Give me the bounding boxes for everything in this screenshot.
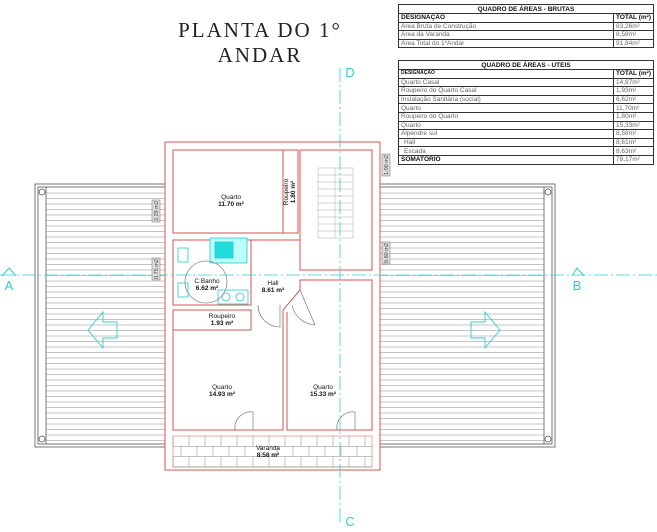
veranda-floor xyxy=(172,435,373,468)
cell: 78,17m² xyxy=(612,154,655,165)
room-name: Quarto xyxy=(221,194,241,201)
cell: 91,84m² xyxy=(612,38,655,49)
window-label: 0.75 m2 xyxy=(154,259,160,279)
room-name: Quarto xyxy=(212,384,232,391)
section-mark-b: B xyxy=(573,278,582,293)
walls xyxy=(164,141,381,471)
section-mark-a: A xyxy=(5,278,14,293)
section-axes xyxy=(0,68,657,525)
room-name: C.Banho xyxy=(194,278,220,285)
staircase xyxy=(317,167,354,239)
window-label: 2.29 m2 xyxy=(154,201,160,221)
table-caption: QUADRO DE ÁREAS - UTEIS xyxy=(398,60,654,70)
section-mark-d: D xyxy=(345,65,354,80)
room-name: Roupeiro xyxy=(283,178,290,205)
bathroom-fixtures xyxy=(177,237,249,305)
room-area: 11.70 m² xyxy=(218,201,244,208)
slope-arrow-left-icon xyxy=(87,310,118,350)
window-label: 1.00 m2 xyxy=(384,155,390,175)
slope-arrow-right-icon xyxy=(470,310,501,350)
window-label: 0.60 m2 xyxy=(384,243,390,263)
room-area: 15.33 m² xyxy=(310,391,337,398)
room-name: Roupeiro xyxy=(209,313,236,320)
section-arrow-icon xyxy=(1,267,585,277)
room-area: 1.93 m² xyxy=(211,320,234,327)
room-area: 6.62 m² xyxy=(196,285,219,292)
room-name: Varanda xyxy=(256,445,280,452)
room-area: 8.58 m² xyxy=(257,452,280,459)
room-name: Quarto xyxy=(313,384,333,391)
room-area: 14.93 m² xyxy=(209,391,236,398)
left-roof xyxy=(34,183,166,448)
window-labels: 2.29 m2 0.75 m2 1.00 m2 0.60 m2 xyxy=(151,153,391,281)
room-area: 1.80 m² xyxy=(290,180,297,203)
right-roof xyxy=(371,183,556,448)
drawing-title: PLANTA DO 1° ANDAR xyxy=(178,18,342,67)
room-area: 8.61 m² xyxy=(262,287,285,294)
section-mark-c: C xyxy=(345,514,354,529)
doors xyxy=(234,289,356,431)
room-name: Hall xyxy=(267,280,279,287)
table-caption: QUADRO DE ÁREAS - BRUTAS xyxy=(398,4,654,14)
